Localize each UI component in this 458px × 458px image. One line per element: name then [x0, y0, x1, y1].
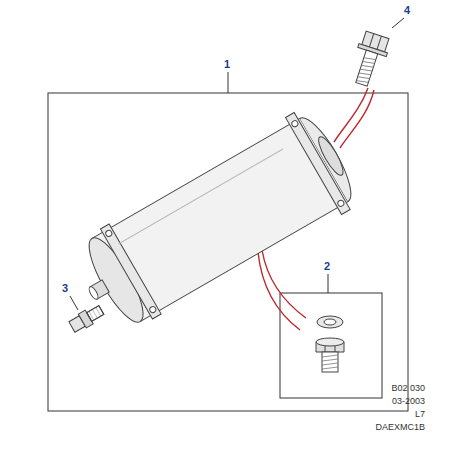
fitting	[68, 303, 105, 334]
bolt	[345, 30, 393, 90]
leader-line	[328, 274, 329, 293]
callout-number: 2	[324, 260, 330, 272]
callout-number: 4	[404, 4, 410, 16]
leader-line	[392, 18, 404, 28]
drawing-code: B02 030	[391, 383, 425, 393]
drain-plug	[316, 316, 344, 372]
leader-line	[70, 296, 78, 310]
assembly-frame	[48, 93, 408, 411]
callout-number: 3	[62, 282, 68, 294]
leader-line	[228, 72, 229, 93]
receiver-tank	[63, 105, 364, 343]
drawing-code: L7	[415, 409, 425, 419]
drawing-code: DAEXMC1B	[375, 422, 425, 432]
drawing-date: 03-2003	[392, 396, 425, 406]
callout-number: 1	[224, 58, 230, 70]
